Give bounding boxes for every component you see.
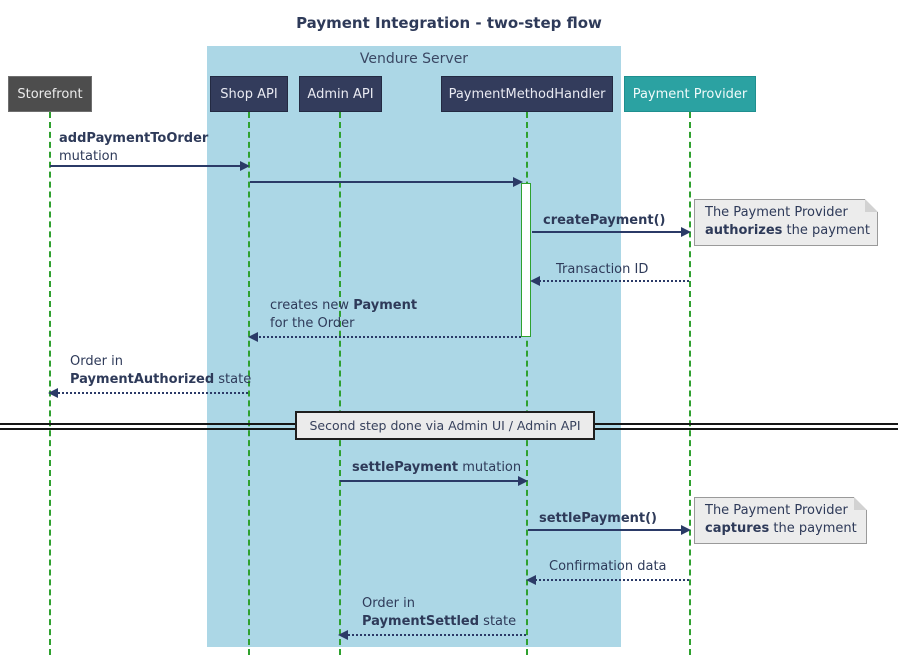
divider-second-step: Second step done via Admin UI / Admin AP… xyxy=(295,411,595,440)
arrowhead-left-icon xyxy=(48,388,58,398)
note-authorizes: The Payment Provider authorizes the paym… xyxy=(694,199,878,246)
lifeline-admin-api xyxy=(339,112,341,655)
diagram-title: Payment Integration - two-step flow xyxy=(296,14,602,32)
activation-bar xyxy=(521,183,531,337)
message-label-creates-payment: creates new Payment for the Order xyxy=(270,298,418,331)
participant-shop-api: Shop API xyxy=(210,76,288,112)
arrow-add-payment-to-order xyxy=(50,161,250,171)
lifeline-payment-provider xyxy=(689,112,691,655)
vendure-server-frame-label: Vendure Server xyxy=(359,51,469,67)
arrowhead-right-icon xyxy=(240,161,250,171)
vendure-server-frame xyxy=(207,46,621,647)
message-label-settle-payment-mutation: settlePayment mutation xyxy=(352,460,522,475)
arrowhead-left-icon xyxy=(338,630,348,640)
arrowhead-left-icon xyxy=(530,276,540,286)
message-label-payment-settled: Order in PaymentSettled state xyxy=(362,596,517,629)
arrowhead-left-icon xyxy=(248,332,258,342)
message-label-create-payment: createPayment() xyxy=(543,213,666,228)
message-label-settle-payment-call: settlePayment() xyxy=(539,511,657,526)
arrow-creates-payment xyxy=(248,332,521,342)
message-label-add-payment-to-order: addPaymentToOrder mutation xyxy=(59,131,209,164)
arrowhead-right-icon xyxy=(681,525,691,535)
lifeline-payment-method-handler xyxy=(526,112,528,655)
arrow-transaction-id xyxy=(530,276,689,286)
lifeline-storefront xyxy=(49,112,51,655)
participant-admin-api: Admin API xyxy=(299,76,382,112)
arrow-payment-authorized xyxy=(48,388,248,398)
participant-payment-method-handler: PaymentMethodHandler xyxy=(441,76,613,112)
arrowhead-right-icon xyxy=(518,476,528,486)
arrow-create-payment xyxy=(532,227,691,237)
message-label-confirmation-data: Confirmation data xyxy=(549,559,667,574)
participant-storefront: Storefront xyxy=(8,76,92,112)
note-captures: The Payment Provider captures the paymen… xyxy=(694,497,867,544)
arrow-settle-payment-call xyxy=(528,525,691,535)
arrow-confirmation-data xyxy=(526,575,689,585)
arrowhead-right-icon xyxy=(681,227,691,237)
arrow-settle-payment-mutation xyxy=(340,476,528,486)
arrowhead-right-icon xyxy=(513,177,523,187)
arrow-payment-settled xyxy=(338,630,526,640)
arrowhead-left-icon xyxy=(526,575,536,585)
arrow-shop-api-to-handler xyxy=(250,177,523,187)
message-label-payment-authorized: Order in PaymentAuthorized state xyxy=(70,354,252,387)
participant-payment-provider: Payment Provider xyxy=(624,76,756,112)
lifeline-shop-api xyxy=(248,112,250,655)
message-label-transaction-id: Transaction ID xyxy=(556,262,649,277)
